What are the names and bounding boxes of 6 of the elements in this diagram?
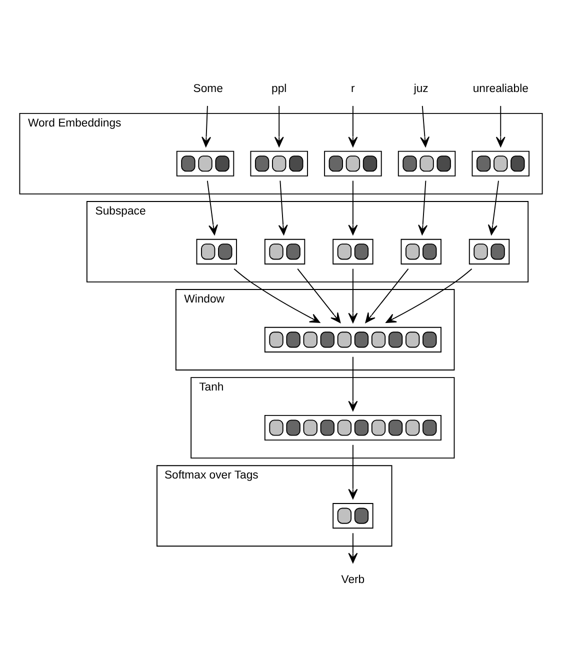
node-text: Verb (341, 574, 365, 586)
node-text: Some (193, 82, 223, 94)
node-text: unrealiable (472, 82, 528, 94)
node-text: r (351, 82, 355, 94)
node-text: ppl (272, 82, 287, 94)
node-text: juz (414, 82, 428, 94)
